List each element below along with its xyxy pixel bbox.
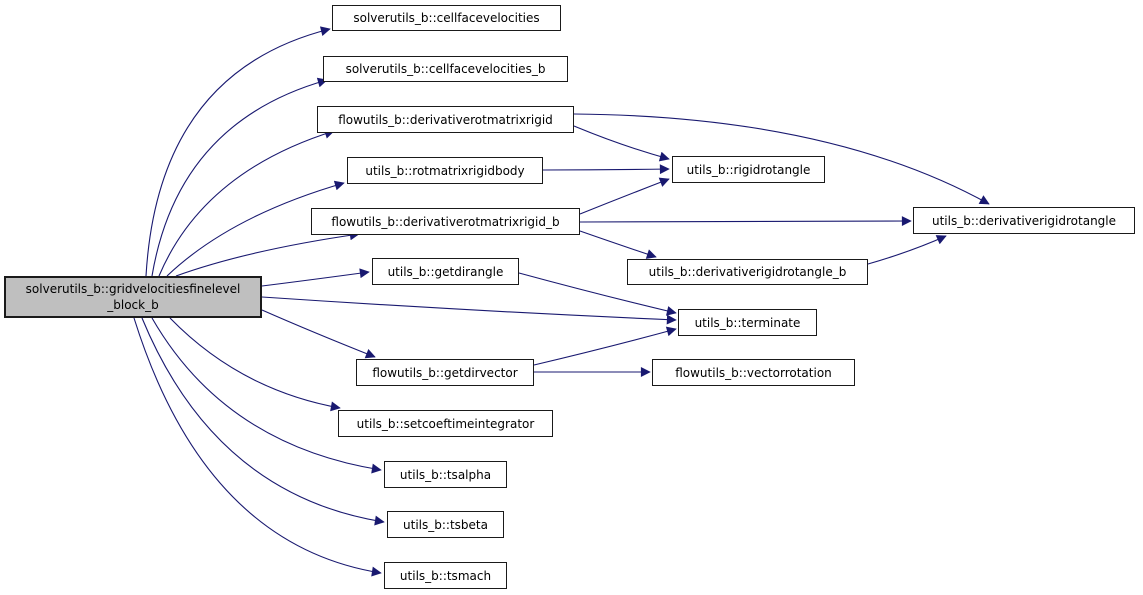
edge-rotmatrixrigidbody--rigidrotangle: [542, 164, 670, 175]
node-label: solverutils_b::cellfacevelocities_b: [345, 62, 546, 76]
node-label: solverutils_b::cellfacevelocities: [353, 11, 540, 25]
node-derivativerotmatrixrigid[interactable]: flowutils_b::derivativerotmatrixrigid: [317, 106, 574, 133]
node-label: utils_b::terminate: [694, 315, 801, 330]
node-label: utils_b::getdirangle: [387, 264, 504, 279]
edge-derivativerotmatrixrigid_b--derivativerigidrotangle_b: [579, 230, 657, 259]
node-vectorrotation[interactable]: flowutils_b::vectorrotation: [652, 359, 855, 386]
edge-gridvelocitiesfinelevel_block_b--rotmatrixrigidbody: [166, 180, 345, 277]
node-label: utils_b::rigidrotangle: [686, 162, 811, 177]
edge-gridvelocitiesfinelevel_block_b--derivativerotmatrixrigid: [158, 128, 335, 277]
edge-gridvelocitiesfinelevel_block_b--getdirvector: [261, 309, 376, 359]
node-tsalpha[interactable]: utils_b::tsalpha: [384, 461, 507, 488]
node-label: flowutils_b::getdirvector: [372, 365, 518, 380]
edge-derivativerotmatrixrigid_b--rigidrotangle: [579, 177, 670, 215]
node-derivativerigidrotangle[interactable]: utils_b::derivativerigidrotangle: [913, 207, 1135, 234]
edge-gridvelocitiesfinelevel_block_b--cellfacevelocities_b: [151, 77, 328, 277]
edge-getdirangle--terminate: [518, 272, 677, 316]
node-label: utils_b::tsmach: [399, 568, 492, 583]
node-derivativerigidrotangle_b[interactable]: utils_b::derivativerigidrotangle_b: [627, 259, 868, 285]
node-label: utils_b::tsalpha: [399, 467, 492, 482]
node-label: utils_b::rotmatrixrigidbody: [365, 163, 525, 178]
node-label: utils_b::tsbeta: [403, 517, 488, 532]
edge-derivativerigidrotangle_b--derivativerigidrotangle: [867, 235, 947, 265]
node-gridvelocitiesfinelevel_block_b: solverutils_b::gridvelocitiesfinelevel _…: [4, 276, 262, 318]
node-tsbeta[interactable]: utils_b::tsbeta: [387, 511, 504, 538]
edge-gridvelocitiesfinelevel_block_b--cellfacevelocities: [145, 26, 331, 277]
node-getdirvector[interactable]: flowutils_b::getdirvector: [356, 359, 534, 386]
node-label: utils_b::derivativerigidrotangle: [931, 213, 1117, 228]
node-label: utils_b::setcoeftimeintegrator: [356, 416, 535, 431]
node-tsmach[interactable]: utils_b::tsmach: [384, 562, 507, 589]
edge-gridvelocitiesfinelevel_block_b--derivativerotmatrixrigid_b: [175, 230, 360, 277]
node-cellfacevelocities_b[interactable]: solverutils_b::cellfacevelocities_b: [323, 56, 568, 82]
edge-gridvelocitiesfinelevel_block_b--tsalpha: [151, 317, 382, 474]
edge-derivativerotmatrixrigid--derivativerigidrotangle: [573, 113, 990, 205]
node-label: flowutils_b::derivativerotmatrixrigid: [338, 112, 553, 127]
node-label: flowutils_b::vectorrotation: [675, 365, 832, 380]
node-label: utils_b::derivativerigidrotangle_b: [648, 265, 847, 279]
node-terminate[interactable]: utils_b::terminate: [678, 309, 817, 336]
edge-gridvelocitiesfinelevel_block_b--tsbeta: [141, 317, 385, 526]
node-setcoeftimeintegrator[interactable]: utils_b::setcoeftimeintegrator: [338, 410, 553, 437]
node-label: flowutils_b::derivativerotmatrixrigid_b: [331, 214, 560, 229]
edge-gridvelocitiesfinelevel_block_b--terminate: [261, 296, 677, 325]
node-getdirangle[interactable]: utils_b::getdirangle: [372, 258, 519, 285]
node-rotmatrixrigidbody[interactable]: utils_b::rotmatrixrigidbody: [347, 157, 543, 184]
node-label: solverutils_b::gridvelocitiesfinelevel _…: [25, 282, 241, 312]
edge-gridvelocitiesfinelevel_block_b--setcoeftimeintegrator: [169, 317, 341, 412]
node-derivativerotmatrixrigid_b[interactable]: flowutils_b::derivativerotmatrixrigid_b: [311, 208, 580, 235]
node-cellfacevelocities[interactable]: solverutils_b::cellfacevelocities: [332, 5, 561, 31]
node-rigidrotangle[interactable]: utils_b::rigidrotangle: [672, 156, 825, 183]
edge-derivativerotmatrixrigid--rigidrotangle: [573, 125, 670, 162]
edge-gridvelocitiesfinelevel_block_b--getdirangle: [261, 268, 370, 287]
edge-gridvelocitiesfinelevel_block_b--tsmach: [133, 317, 382, 577]
edge-derivativerotmatrixrigid_b--derivativerigidrotangle: [579, 216, 912, 227]
edge-getdirvector--terminate: [533, 326, 677, 366]
